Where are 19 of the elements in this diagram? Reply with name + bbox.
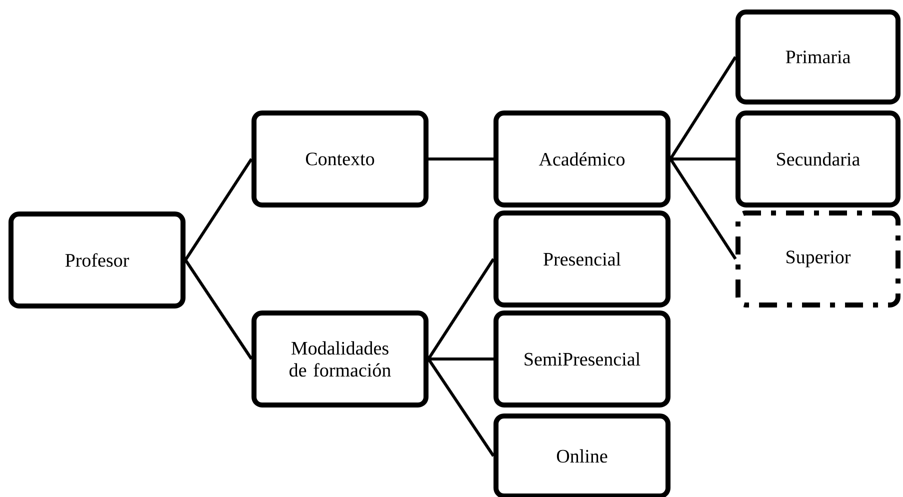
box: Modalidades de formación xyxy=(252,310,428,408)
box: Contexto xyxy=(252,110,428,208)
box: Profesor xyxy=(8,212,186,308)
box: Académico xyxy=(494,110,670,208)
connector-line xyxy=(427,258,495,360)
connector-line xyxy=(184,259,253,360)
box: Superior xyxy=(736,210,900,308)
connector-line xyxy=(669,56,737,160)
box: Online xyxy=(494,413,670,497)
connector-line xyxy=(428,158,494,160)
box: Primaria xyxy=(736,10,900,104)
connector-line xyxy=(184,158,253,261)
connector-line xyxy=(427,358,495,457)
box: Secundaria xyxy=(736,110,900,208)
connector-line xyxy=(670,158,736,160)
box: SemiPresencial xyxy=(494,310,670,408)
box: Presencial xyxy=(494,210,670,308)
connector-line xyxy=(428,357,494,360)
connector-line xyxy=(669,158,737,260)
